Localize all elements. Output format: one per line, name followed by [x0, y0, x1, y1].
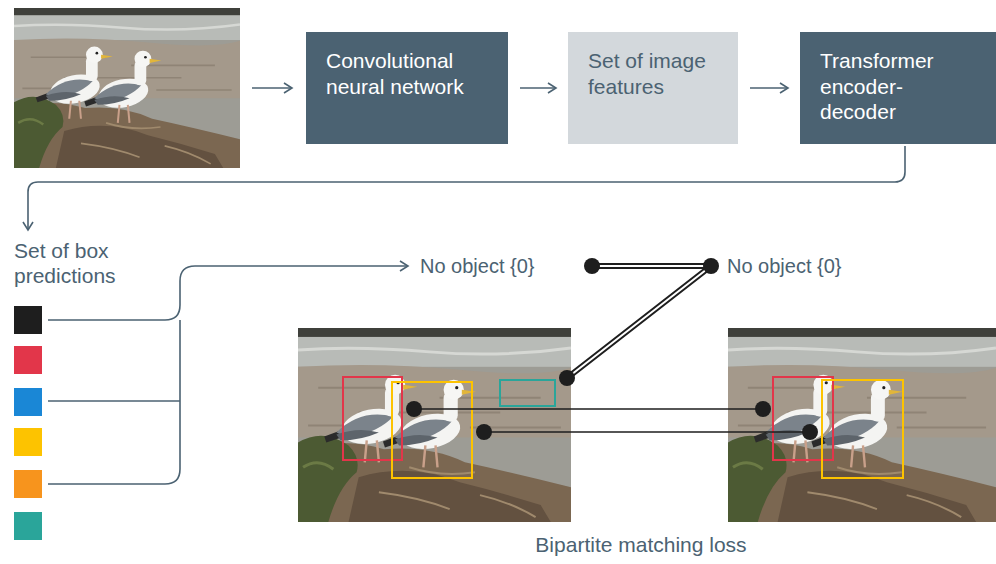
red-box: [343, 377, 402, 460]
output-arrow: [28, 146, 905, 230]
process-box: Convolutional neural network: [306, 32, 508, 144]
input-arrow: [252, 87, 292, 89]
seagull-photo: [728, 328, 996, 522]
seagull-photo: [14, 8, 240, 168]
no-object-label: No object {0}: [727, 254, 887, 278]
matching-lines: [406, 258, 818, 440]
section-heading: Set of box predictions: [14, 238, 194, 288]
no-object-bracket: [48, 266, 408, 484]
seagull-photo: [298, 328, 571, 522]
yellow-box: [392, 382, 472, 478]
box-text: Set of image features: [588, 48, 720, 99]
prediction-swatch: [14, 306, 42, 334]
box-text: Convolutional neural network: [326, 48, 490, 99]
yellow-box: [822, 380, 903, 478]
prediction-swatch: [14, 346, 42, 374]
caption-label: Bipartite matching loss: [506, 532, 776, 557]
prediction-swatch: [14, 512, 42, 540]
flow-arrow: [750, 87, 788, 89]
no-object-label: No object {0}: [420, 254, 580, 278]
teal-box: [500, 380, 555, 406]
box-text: Transformer encoder-decoder: [820, 48, 978, 125]
prediction-swatch: [14, 470, 42, 498]
red-box: [773, 377, 833, 460]
prediction-swatch: [14, 388, 42, 416]
process-box: Transformer encoder-decoder: [800, 32, 996, 144]
feature-box: Set of image features: [568, 32, 738, 144]
prediction-swatch: [14, 428, 42, 456]
flow-arrow: [520, 87, 556, 89]
